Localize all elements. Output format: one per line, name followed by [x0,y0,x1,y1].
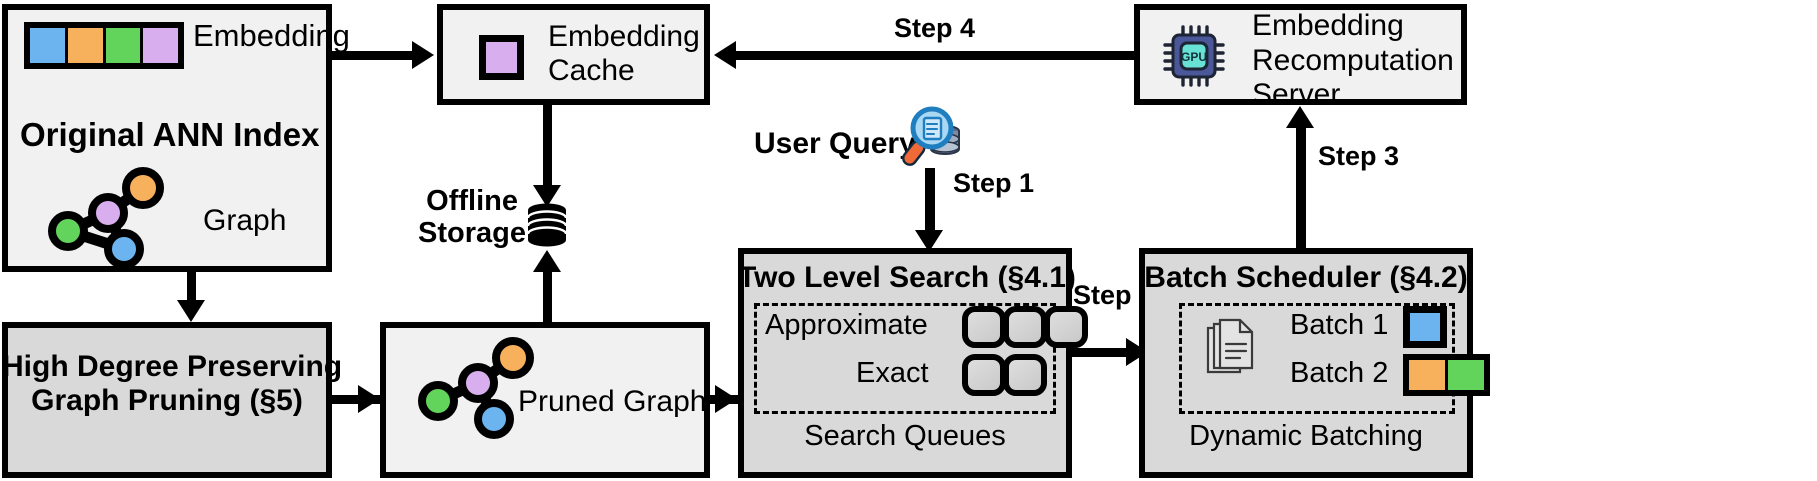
step-3-label: Step 3 [1318,141,1400,171]
arrow-step1-stem [925,168,935,238]
documents-stack-icon [1204,318,1256,380]
step-1-label: Step 1 [953,168,1035,198]
approximate-queue-slot-3 [1044,306,1088,348]
arrow-step2-stem [1072,348,1144,357]
original-graph-label: Graph [203,204,287,237]
recomputation-server-title-line2: Recomputation [1252,43,1454,77]
arrow-step4-stem [726,51,1138,60]
user-query-label: User Query [754,127,916,160]
arrow-step4-head [714,41,736,69]
embedding-cell-purple [143,28,178,63]
graph-pruning-title-line1: High Degree Preserving [2,350,343,383]
arrow-cache-to-storage-stem [543,105,552,191]
queue-row-approximate-label: Approximate [765,309,928,341]
graph-pruning-title-line2: Graph Pruning (§5) [31,383,303,417]
exact-queue-slot-1 [962,354,1006,396]
arrow-index-to-cache-stem [332,51,418,60]
gpu-chip-icon: GPU [1163,25,1225,87]
magnifier-database-icon [900,104,964,168]
arrow-index-to-pruning-head [177,300,205,322]
batch-2-swatch-strip [1403,354,1490,396]
batch-scheduler-title: Batch Scheduler (§4.2) [1144,261,1468,294]
embedding-cache-title-line1: Embedding [548,20,700,53]
graph-pruning-box [2,322,332,478]
arrow-cache-to-storage-head [533,185,561,207]
pruned-graph-icon [410,337,550,439]
arrow-step1-head [915,230,943,252]
offline-storage-label-line1: Offline [426,185,518,217]
pruned-graph-box [380,322,710,478]
dynamic-batching-footer: Dynamic Batching [1189,420,1423,452]
embedding-swatch-strip [24,22,184,69]
original-ann-index-title: Original ANN Index [20,116,320,153]
search-queues-footer: Search Queues [804,420,1006,452]
exact-queue-slot-2 [1003,354,1047,396]
embedding-cell-orange [67,28,106,63]
recomputation-server-title: Embedding Recomputation Server [1252,9,1454,113]
arrow-pruning-to-pruned-stem [332,395,380,404]
embedding-cell-green [105,28,144,63]
queue-row-exact-label: Exact [856,357,929,389]
arrow-pruned-to-storage-stem [543,270,552,330]
embedding-cell-blue [30,28,68,63]
arrow-pruned-to-storage-head [533,250,561,272]
approximate-queue-slot-1 [962,306,1006,348]
arrow-pruning-to-pruned-head [358,385,380,413]
step-4-label: Step 4 [894,13,976,43]
batch-2-cell-orange [1409,360,1448,390]
approximate-queue-slot-2 [1003,306,1047,348]
arrow-step3-stem [1296,128,1306,248]
arrow-index-to-pruning-stem [187,272,196,306]
search-queues-dashed-region [754,303,1056,414]
original-graph-icon [40,167,180,269]
embedding-cache-swatch [479,35,524,80]
embedding-cache-title-line2: Cache [548,53,635,87]
pruned-graph-label: Pruned Graph [518,385,707,418]
arrow-index-to-cache-head [412,41,434,69]
offline-storage-label: Offline Storage [418,185,526,250]
offline-storage-label-line2: Storage [418,217,526,250]
batch-1-label: Batch 1 [1290,309,1389,341]
recomputation-server-title-line3: Server [1252,78,1341,111]
batch-2-cell-green [1448,360,1484,390]
embedding-label: Embedding [193,18,350,53]
arrow-pruned-to-search-head [715,385,737,413]
database-cylinder-icon [524,203,570,247]
recomputation-server-title-line1: Embedding [1252,9,1404,42]
batch-1-swatch-blue [1403,306,1447,348]
gpu-chip-icon-text: GPU [1181,50,1207,64]
two-level-search-title: Two Level Search (§4.1) [738,261,1076,294]
batch-2-label: Batch 2 [1290,357,1389,389]
graph-pruning-title: High Degree Preserving Graph Pruning (§5… [2,350,343,417]
embedding-cache-title: Embedding Cache [548,20,700,87]
arrow-step3-head [1286,106,1314,128]
